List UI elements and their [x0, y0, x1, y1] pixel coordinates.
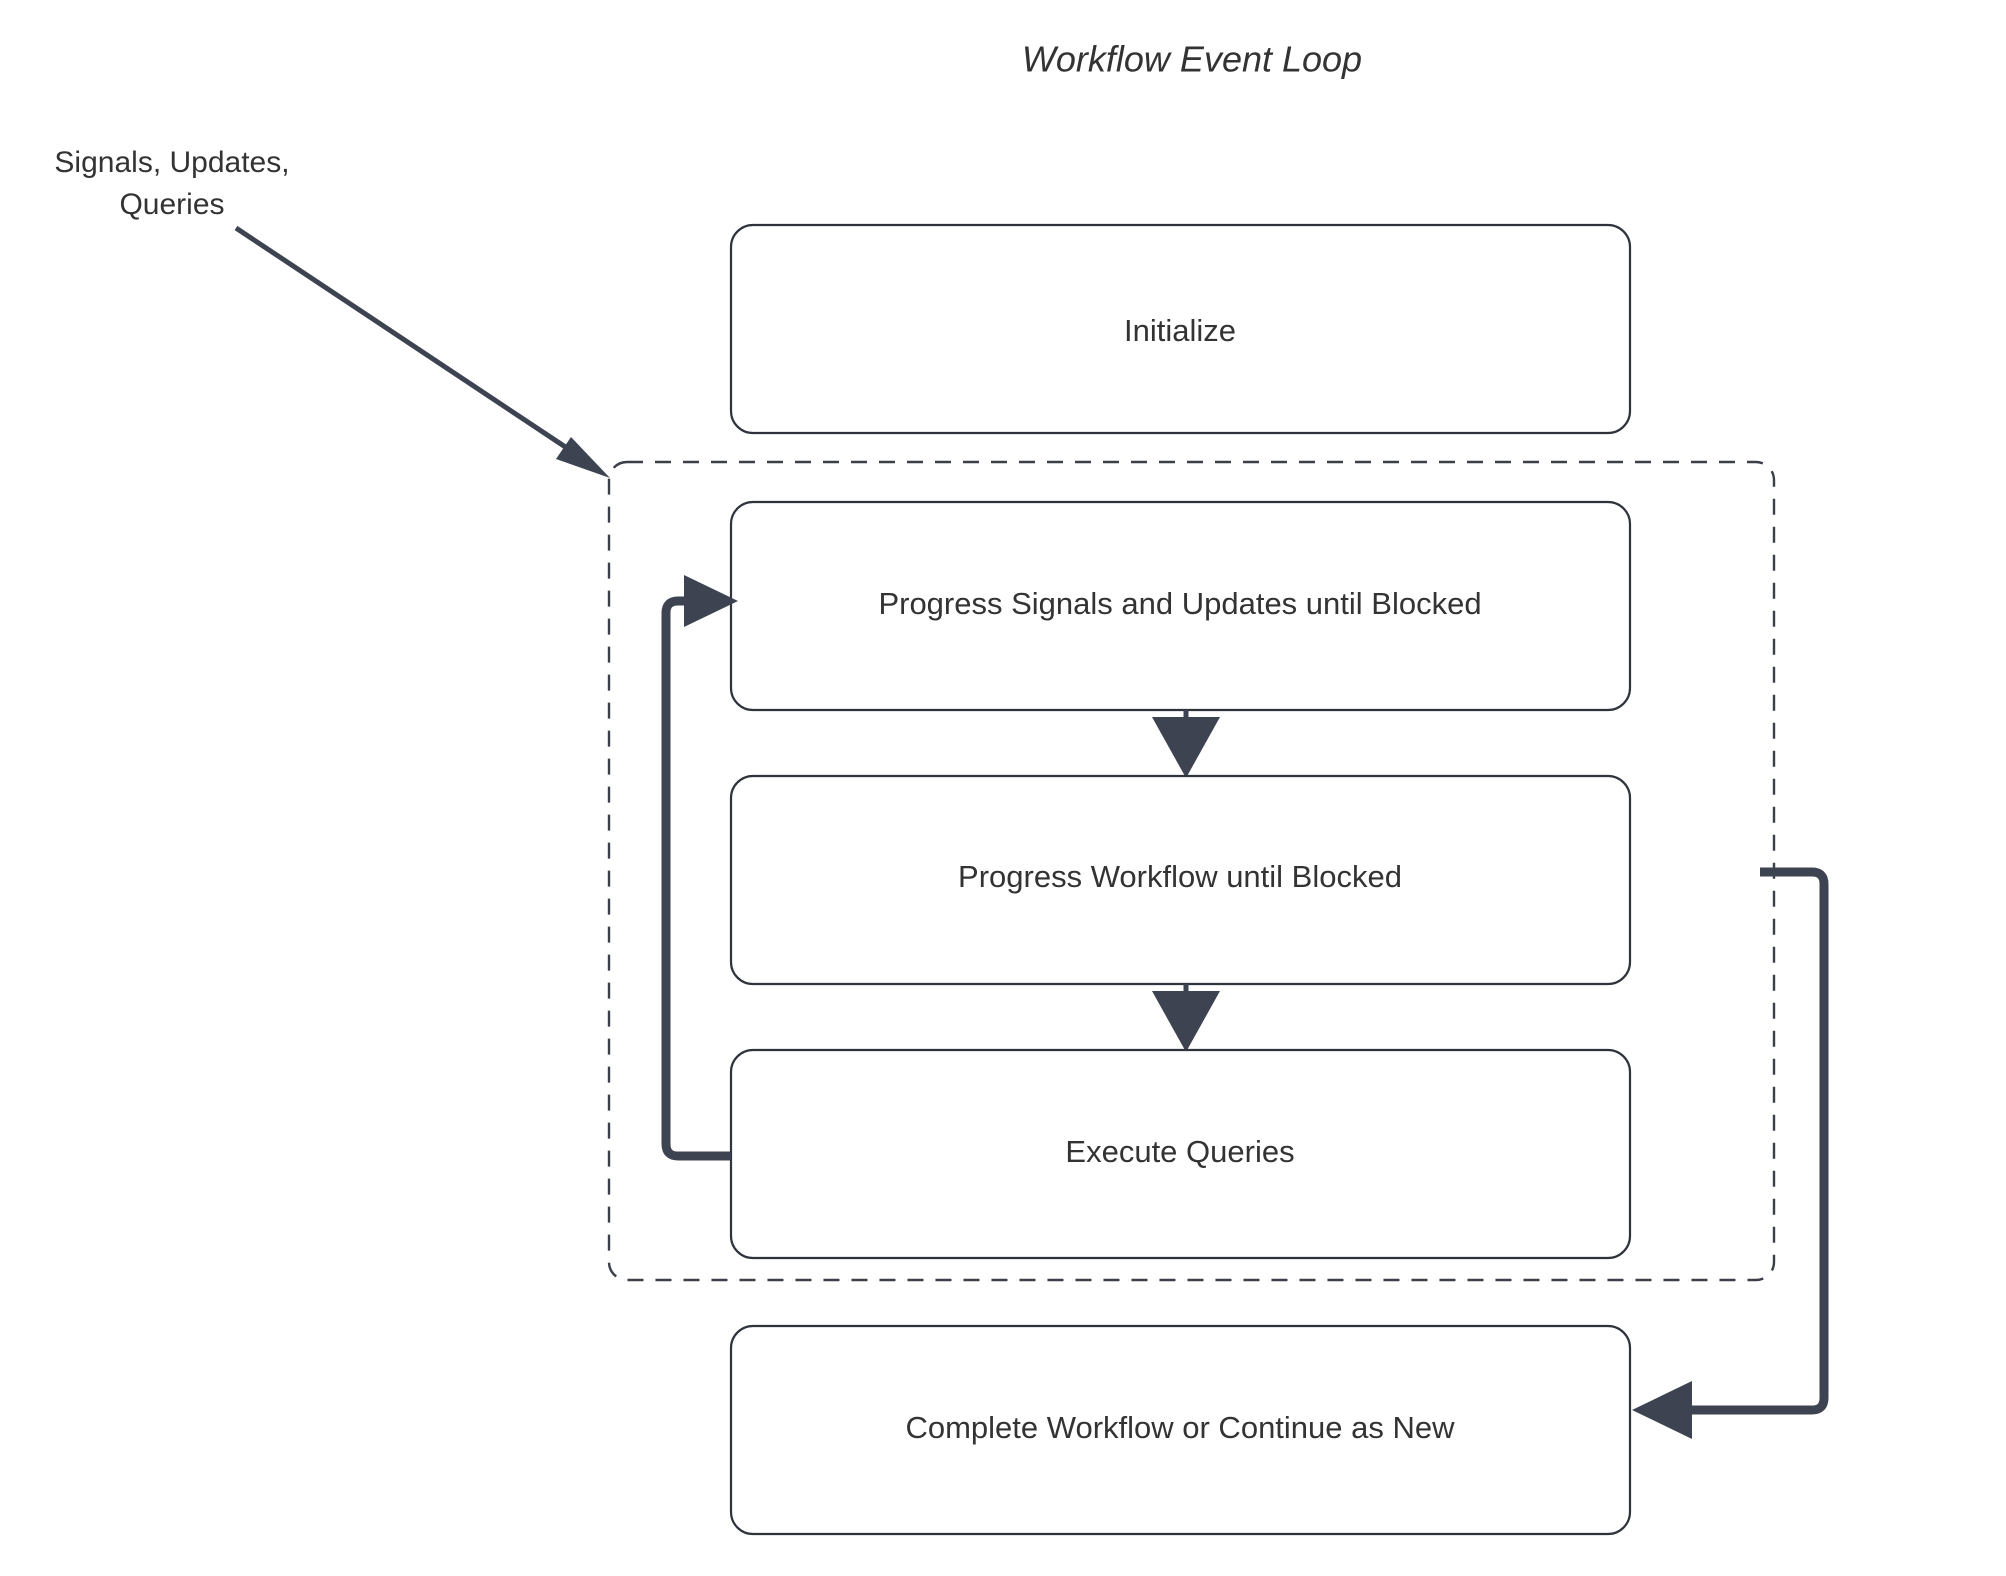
diagram-title: Workflow Event Loop	[1022, 39, 1362, 80]
edge-group-to-complete-workflow	[1632, 867, 1829, 1439]
node-complete-workflow-label: Complete Workflow or Continue as New	[905, 1410, 1455, 1445]
edge-progress-workflow-to-execute-queries	[1152, 984, 1220, 1052]
node-complete-workflow[interactable]: Complete Workflow or Continue as New	[729, 1324, 1632, 1536]
node-progress-signals-label: Progress Signals and Updates until Block…	[878, 586, 1481, 621]
node-complete-workflow-box[interactable]	[729, 1324, 1632, 1536]
node-progress-workflow-label: Progress Workflow until Blocked	[958, 859, 1402, 894]
edge-progress-signals-to-progress-workflow	[1152, 710, 1220, 778]
node-initialize[interactable]: Initialize	[729, 223, 1632, 435]
edge-execute-queries-to-progress-signals	[661, 575, 738, 1161]
external-input-label-line2: Queries	[119, 188, 224, 221]
node-progress-workflow[interactable]: Progress Workflow until Blocked	[729, 774, 1632, 986]
node-execute-queries-label: Execute Queries	[1065, 1134, 1294, 1169]
edge-external-input-to-group	[234, 225, 610, 478]
external-input-label-line1: Signals, Updates,	[54, 146, 289, 179]
node-execute-queries[interactable]: Execute Queries	[729, 1048, 1632, 1260]
node-initialize-label: Initialize	[1124, 313, 1236, 348]
node-initialize-box[interactable]	[729, 223, 1632, 435]
node-progress-workflow-box[interactable]	[729, 774, 1632, 986]
node-progress-signals-box[interactable]	[729, 500, 1632, 712]
node-progress-signals[interactable]: Progress Signals and Updates until Block…	[729, 500, 1632, 712]
